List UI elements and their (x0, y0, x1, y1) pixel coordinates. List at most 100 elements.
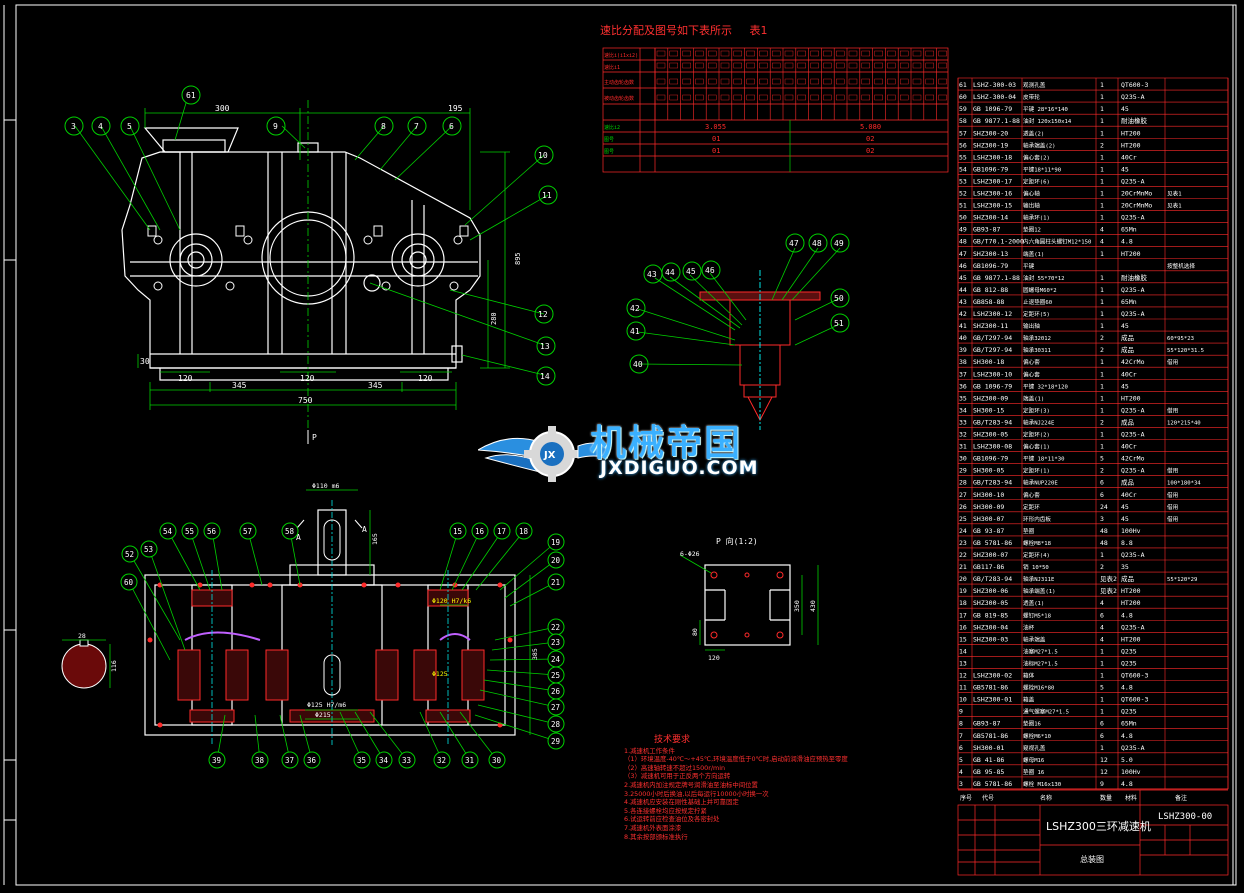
ratio-table-title: 速比分配及图号如下表所示 (600, 24, 732, 37)
top-balloon (471, 522, 489, 540)
bom-code: GB1096-79 (973, 455, 1008, 463)
bom-qty: 2 (1100, 418, 1104, 426)
bom-code: LSHZ-300-04 (973, 93, 1016, 101)
bom-no: 54 (959, 165, 967, 173)
dim-p-350: 350 (793, 600, 801, 612)
bom-no: 61 (959, 81, 967, 89)
bom-qty: 1 (1100, 551, 1104, 559)
bom-no: 38 (959, 358, 967, 366)
bom-qty: 1 (1100, 81, 1104, 89)
bom-col-header: 名称 (1040, 794, 1052, 802)
balloon-7: 7 (414, 122, 419, 131)
bom-material: Q235-A (1121, 551, 1145, 559)
bom-no: 55 (959, 153, 967, 161)
top-balloon-label: 24 (551, 655, 561, 664)
bom-name: 偏心套 (1023, 491, 1040, 499)
bom-name: 轴承30311 (1023, 346, 1051, 354)
bom-qty: 1 (1100, 286, 1104, 294)
top-balloon-label: 28 (551, 720, 561, 729)
bom-remark: 借用 (1167, 491, 1178, 499)
bom-material: Q235-A (1121, 310, 1145, 318)
top-balloon (159, 522, 177, 540)
top-balloon-label: 55 (185, 527, 194, 536)
front-view: 61 9 8 7 6 3 4 5 10 11 12 13 14 300 195 … (64, 85, 558, 444)
p-view: P 向(1:2) 6-Φ26 120 80 350 430 (679, 536, 819, 662)
bom-material: 成品 (1121, 333, 1134, 342)
bom-qty: 1 (1100, 370, 1104, 378)
bom-no: 13 (959, 659, 967, 667)
bom-code: SHZ300-06 (973, 587, 1008, 595)
bom-code: SH300-09 (973, 503, 1004, 511)
bom-name: 螺栓M16*80 (1023, 684, 1054, 692)
bom-material: 40Cr (1121, 370, 1137, 378)
gear-wings-icon: JX (476, 426, 609, 482)
bom-no: 6 (959, 744, 963, 752)
balloon-3: 3 (71, 122, 76, 131)
bom-no: 56 (959, 141, 967, 149)
balloon-61: 61 (186, 91, 196, 100)
tech-item: 2.减速机内加注规定牌号润滑油至油标中间位置 (624, 780, 758, 789)
bom-code: SH300-18 (973, 358, 1004, 366)
bom-no: 25 (959, 515, 967, 523)
bom-material: 45 (1121, 105, 1129, 113)
top-balloon-label: 30 (492, 756, 502, 765)
bom-qty: 1 (1100, 105, 1104, 113)
bom-code: LSHZ300-17 (973, 177, 1012, 185)
bom-material: 4.8 (1121, 611, 1133, 619)
bom-name: 偏心轴 (1023, 190, 1040, 198)
bom-qty: 12 (1100, 756, 1108, 764)
svg-text:JX: JX (543, 450, 556, 461)
bom-remark: 100*180*34 (1167, 481, 1201, 487)
tech-item: 4.减速机应安装在刚性基础上并可靠固定 (624, 798, 739, 807)
bom-material: HT200 (1121, 394, 1141, 402)
bom-code: GB 41-86 (973, 756, 1004, 764)
bom-no: 18 (959, 599, 967, 607)
balloon-8: 8 (381, 122, 386, 131)
ratio-row-label: 主动齿轮齿数 (604, 79, 634, 86)
bom-name: 偏心套(2) (1023, 153, 1050, 161)
tech-requirements-heading: 技术要求 (654, 735, 691, 745)
bom-qty: 1 (1100, 708, 1104, 716)
bom-code: SH300-01 (973, 744, 1004, 752)
bom-qty: 1 (1100, 406, 1104, 414)
bom-material: 65Mn (1121, 720, 1137, 728)
bom-no: 12 (959, 672, 967, 680)
bom-material: 40Cr (1121, 443, 1137, 451)
bom-name: 环形内齿板 (1023, 515, 1051, 523)
top-balloon-label: 19 (551, 538, 560, 547)
bom-code: GB5781-86 (973, 684, 1008, 692)
bom-no: 33 (959, 418, 967, 426)
bom-material: 成品 (1121, 417, 1134, 426)
bom-code: SH300-05 (973, 467, 1004, 475)
dim-bore-120: Φ120 H7/k6 (432, 597, 471, 605)
bom-no: 30 (959, 455, 967, 463)
bom-no: 58 (959, 117, 967, 125)
bom-code: LSHZ300-18 (973, 153, 1012, 161)
top-balloon-label: 34 (379, 756, 389, 765)
bom-material: HT200 (1121, 129, 1141, 137)
bom-material: 45 (1121, 322, 1129, 330)
dim-p-430: 430 (809, 600, 817, 612)
top-balloon-label: 25 (551, 671, 560, 680)
bom-qty: 12 (1100, 768, 1108, 776)
bom-no: 8 (959, 720, 963, 728)
bom-code: SHZ300-20 (973, 129, 1008, 137)
bom-code: GB/T283-94 (973, 418, 1012, 426)
bom-no: 24 (959, 527, 967, 535)
bom-no: 9 (959, 708, 963, 716)
bom-name: 销 10*50 (1023, 563, 1049, 571)
bom-name: 螺栓M6*10 (1023, 732, 1051, 740)
bom-no: 36 (959, 382, 967, 390)
dim-120-c: 120 (418, 374, 433, 383)
bom-qty: 1 (1100, 214, 1104, 222)
bom-no: 4 (959, 768, 963, 776)
bom-name: 定距环(1) (1023, 467, 1050, 475)
top-balloon (281, 751, 299, 769)
p-arrow-label: P (312, 433, 317, 442)
ratio-row-label: 速比i(i1xi2) (604, 52, 638, 59)
bom-code: SHZ300-05 (973, 599, 1008, 607)
tech-item: 7.减速机外表面涂漆 (624, 823, 682, 832)
balloon-12: 12 (538, 310, 548, 319)
bom-qty: 1 (1100, 672, 1104, 680)
